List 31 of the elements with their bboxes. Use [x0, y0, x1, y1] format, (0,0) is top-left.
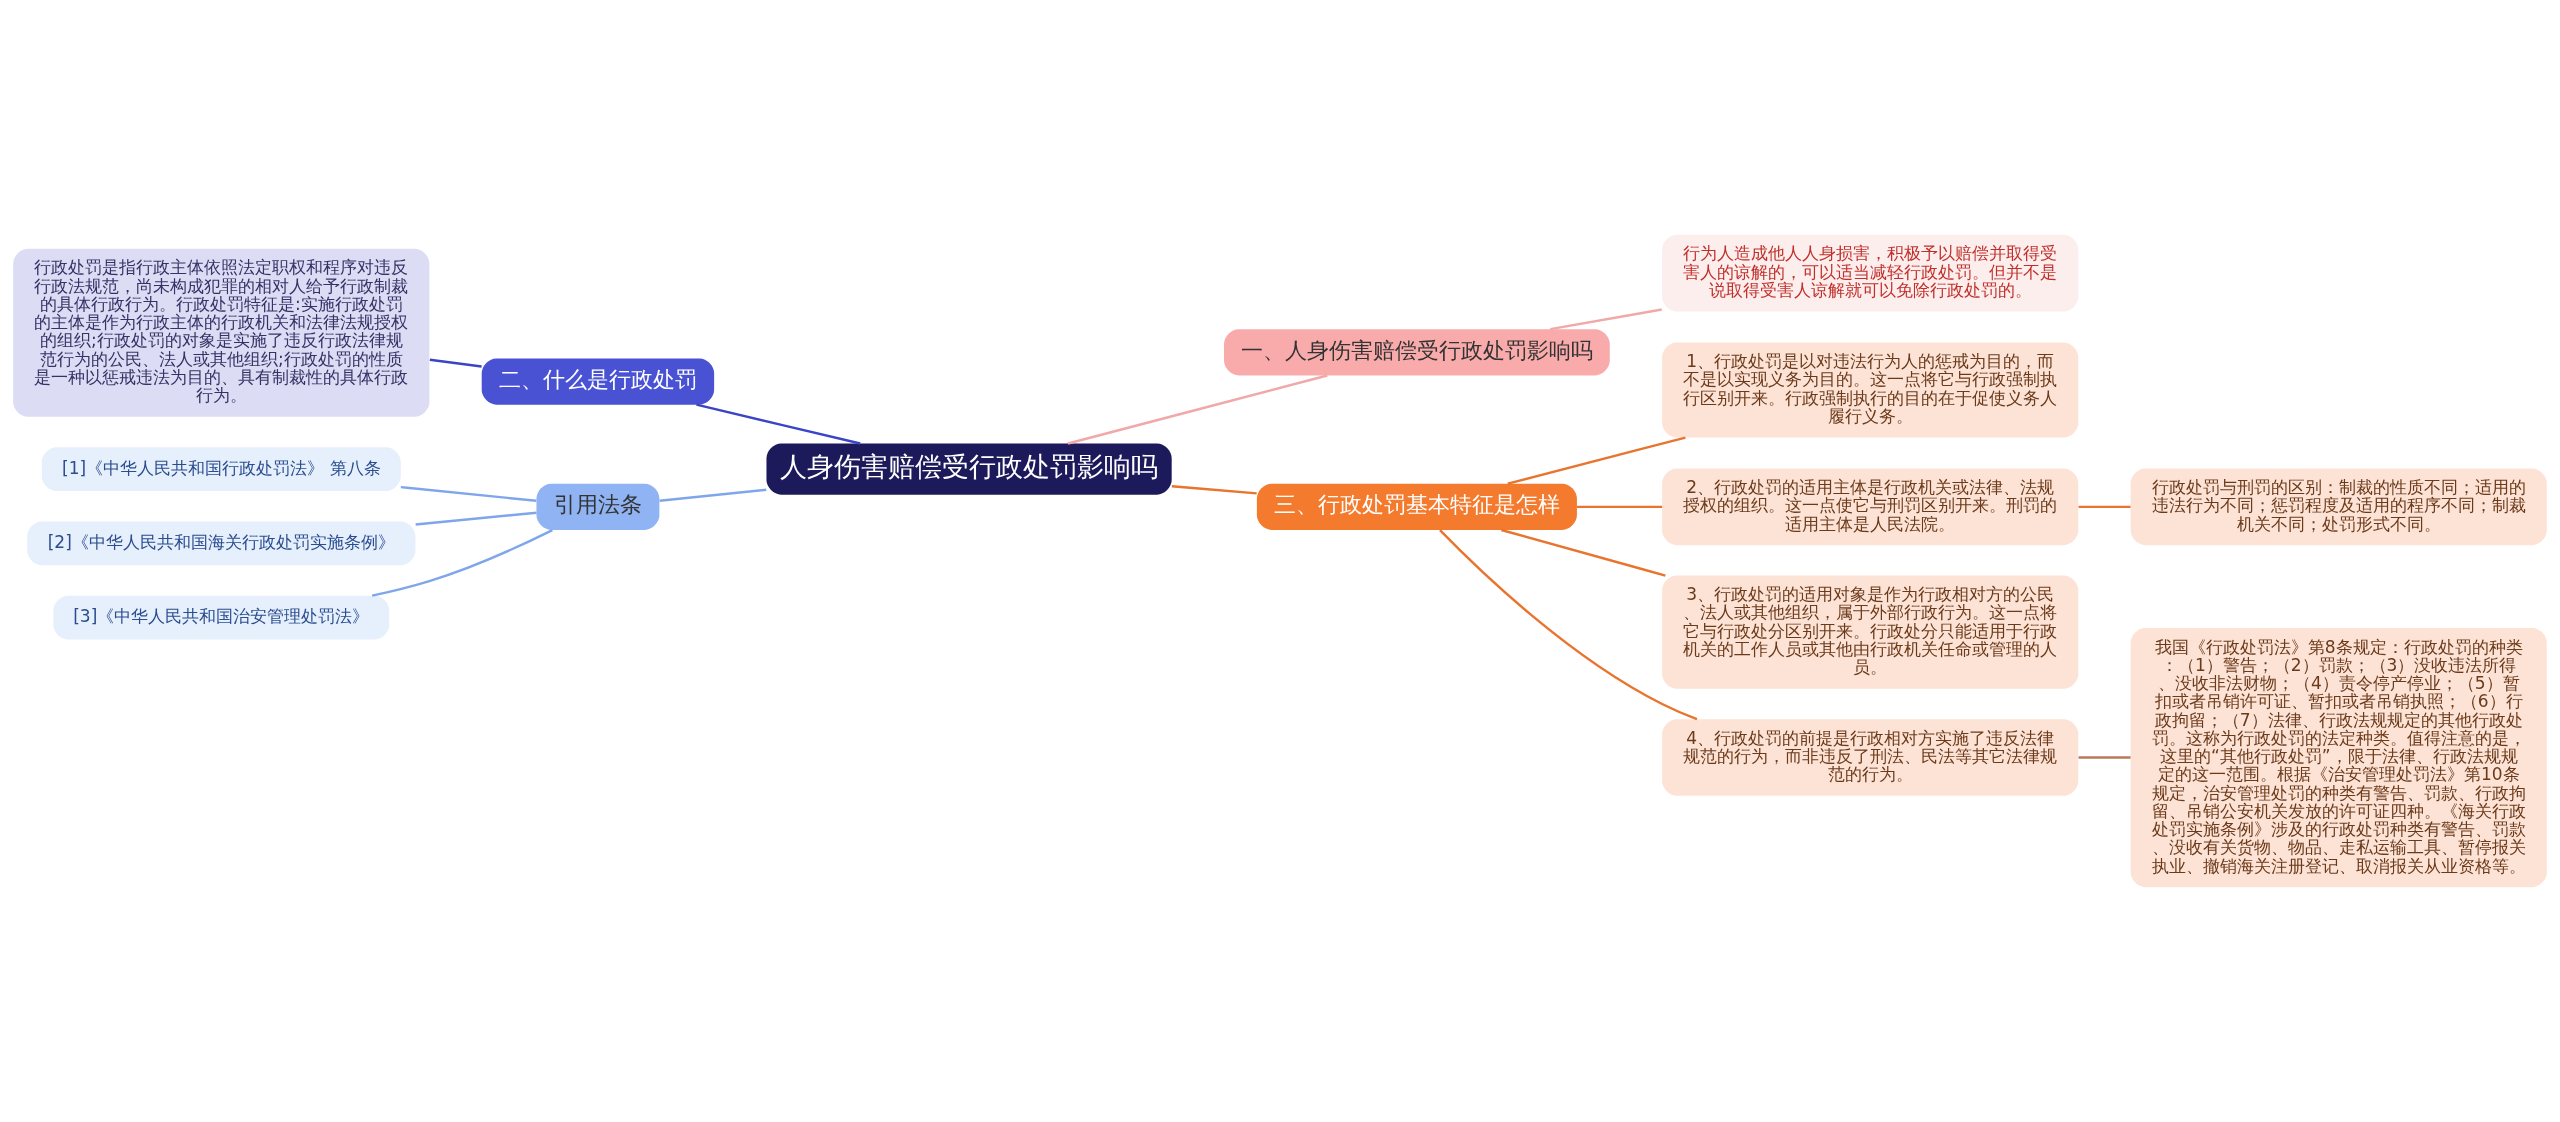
node-box: [2]《中华人民共和国海关行政处罚实施条例》	[27, 521, 416, 566]
node-box: 行为人造成他人人身损害，积极予以赔偿并取得受害人的谅解的，可以适当减轻行政处罚。但并不是说取得受害人谅解就可以免除行政处罚的。	[1662, 234, 2079, 312]
connector	[1067, 374, 1328, 445]
node-box: 我国《行政处罚法》第8条规定：行政处罚的种类：（1）警告；（2）罚款；（3）没收违法所得、没收非法财物；（4）责令停产停业；（5）暂扣或者吊销许可证、暂扣或者吊销执照；（6）行政拘留；（7）法律、行政法规规定的其他行政处罚。这称为行政处罚的法定种类。值得注意的是，这里的“其他行政处罚”，限于法律、行政法规规定的这一范围。根据《治安管理处罚法》第10条规定，治安管理处罚的种类有警告、罚款、行政拘留、吊销公安机关发放的许可证四种。《海关行政处罚实施条例》涉及的行政处罚种类有警告、罚款、没收有关货物、物品、走私运输工具、暂停报关执业、撤销海关注册登记、取消报关从业资格等。	[2130, 627, 2547, 888]
connector	[429, 358, 482, 368]
node-box: 引用法条	[536, 483, 660, 530]
node-box: 3、行政处罚的适用对象是作为行政相对方的公民、法人或其他组织，属于外部行政行为。这一点将它与行政处分区别开来。行政处分只能适用于行政机关的工作人员或其他由行政机关任命或管理的人员。	[1662, 575, 2079, 689]
connector	[1550, 308, 1662, 331]
node-box: [1]《中华人民共和国行政处罚法》 第八条	[41, 447, 401, 492]
connector	[415, 511, 537, 526]
connector	[371, 528, 553, 597]
node-box: [3]《中华人民共和国治安管理处罚法》	[53, 595, 390, 640]
connector	[2078, 756, 2131, 759]
connector	[659, 488, 767, 502]
connector	[2078, 505, 2131, 509]
connector	[1171, 485, 1257, 495]
connector	[696, 403, 861, 445]
node-box: 人身伤害赔偿受行政处罚影响吗	[766, 443, 1172, 495]
node-box: 1、行政处罚是以对违法行为人的惩戒为目的，而不是以实现义务为目的。这一点将它与行政强制执行区别开来。行政强制执行的目的在于促使义务人履行义务。	[1662, 342, 2079, 438]
connector	[1501, 528, 1666, 577]
connector	[1439, 529, 1698, 721]
node-box: 行政处罚与刑罚的区别：制裁的性质不同；适用的违法行为不同；惩罚程度及适用的程序不同；制裁机关不同；处罚形式不同。	[2130, 468, 2547, 546]
connector	[400, 485, 537, 502]
node-box: 行政处罚是指行政主体依照法定职权和程序对违反行政法规范，尚未构成犯罪的相对人给予行政制裁的具体行政行为。行政处罚特征是:实施行政处罚的主体是作为行政主体的行政机关和法律法规授权的组织;行政处罚的对象是实施了违反行政法律规范行为的公民、法人或其他组织;行政处罚的性质是一种以惩戒违法为目的、具有制裁性的具体行政行为。	[13, 248, 430, 417]
connector	[1507, 436, 1686, 485]
node-box: 4、行政处罚的前提是行政相对方实施了违反法律规范的行为，而非违反了刑法、民法等其它法律规范的行为。	[1662, 719, 2079, 796]
node-box: 三、行政处罚基本特征是怎样	[1256, 483, 1577, 530]
node-box: 一、人身伤害赔偿受行政处罚影响吗	[1224, 329, 1610, 376]
node-box: 2、行政处罚的适用主体是行政机关或法律、法规授权的组织。这一点使它与刑罚区别开来。刑罚的适用主体是人民法院。	[1662, 468, 2079, 546]
node-box: 二、什么是行政处罚	[481, 358, 715, 405]
connector	[1577, 505, 1663, 509]
